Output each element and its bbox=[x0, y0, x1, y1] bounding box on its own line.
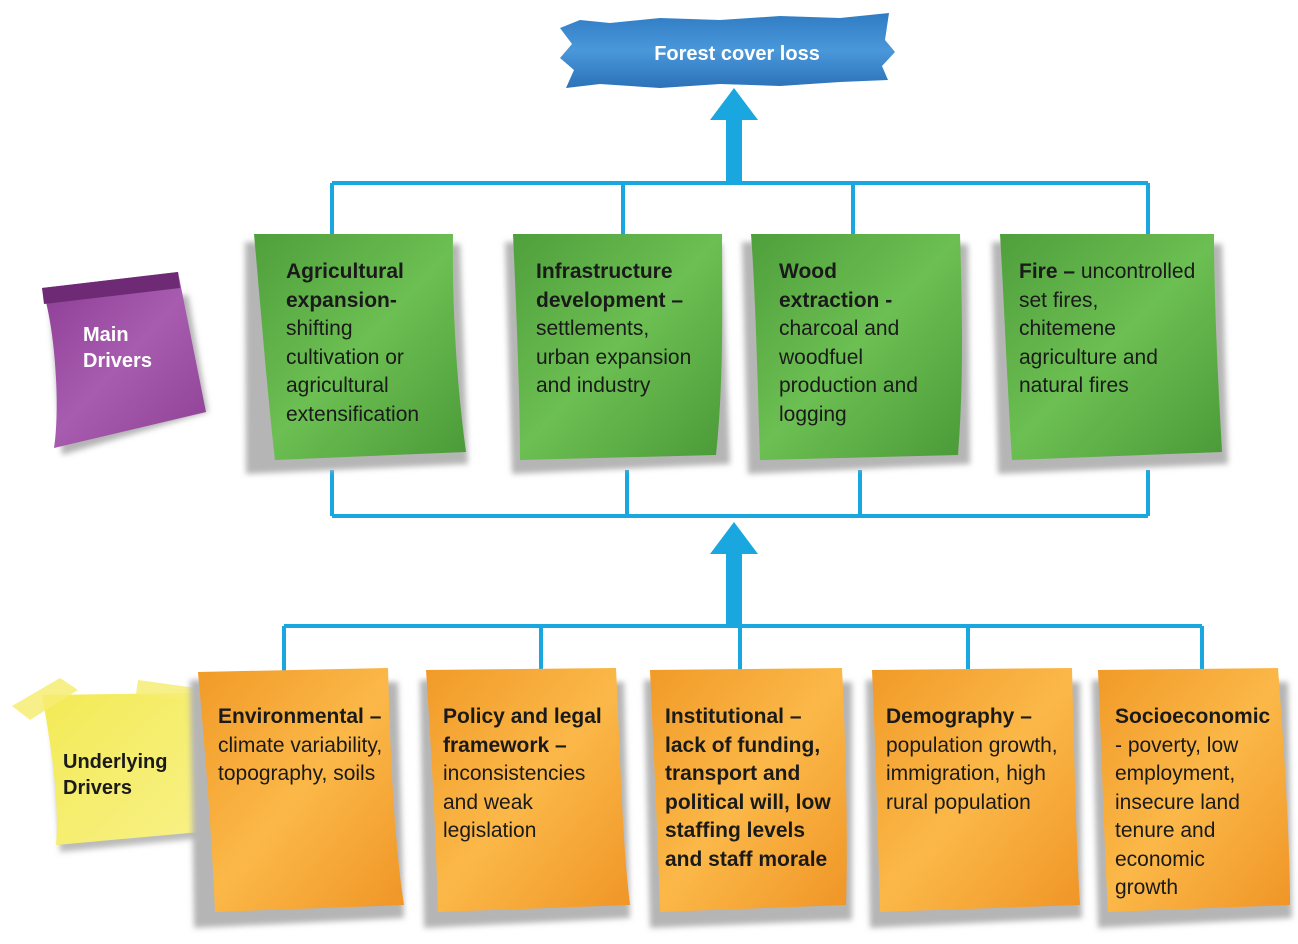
main-driver-title: Wood extraction - bbox=[779, 260, 893, 312]
underlying-driver-title: Socioeconomic bbox=[1115, 705, 1271, 728]
underlying-drivers-label-line2: Drivers bbox=[63, 777, 132, 799]
main-driver-agricultural: Agricultural expansion- shifting cultiva… bbox=[256, 234, 454, 429]
underlying-label-note bbox=[12, 678, 204, 852]
main-driver-infrastructure: Infrastructure development – settlements… bbox=[506, 234, 712, 401]
main-notes-shapes bbox=[245, 234, 1228, 474]
arrow-up-to-top bbox=[710, 88, 758, 184]
underlying-driver-title: Environmental – bbox=[218, 705, 382, 728]
main-driver-fire: Fire – uncontrolled set fires, chitemene… bbox=[989, 234, 1204, 401]
main-drivers-label-line2: Drivers bbox=[83, 350, 152, 372]
main-driver-body: charcoal and woodfuel production and log… bbox=[779, 317, 918, 426]
main-drivers-label: Main Drivers bbox=[83, 322, 152, 374]
underlying-driver-title: Demography – bbox=[886, 705, 1032, 728]
main-note-shape-3 bbox=[742, 234, 970, 474]
main-driver-body: settlements, urban expansion and industr… bbox=[536, 317, 692, 397]
under-note-shape-1 bbox=[190, 668, 404, 928]
main-driver-title: Fire – bbox=[1019, 260, 1076, 283]
under-note-shape-5 bbox=[1092, 668, 1292, 928]
underlying-driver-body: inconsistencies and weak legislation bbox=[443, 762, 586, 842]
under-note-shape-4 bbox=[866, 668, 1082, 928]
under-note-shape-2 bbox=[420, 668, 630, 928]
underlying-drivers-label: Underlying Drivers bbox=[63, 749, 167, 801]
top-banner bbox=[560, 13, 895, 88]
underlying-notes-shapes bbox=[190, 668, 1292, 928]
main-note-shape-4 bbox=[992, 234, 1228, 474]
main-driver-title: Agricultural expansion- bbox=[286, 260, 404, 312]
underlying-driver-body: population growth, immigration, high rur… bbox=[886, 733, 1058, 814]
underlying-driver-body: lack of funding, transport and political… bbox=[665, 733, 831, 871]
main-driver-body: uncontrolled set fires, chitemene agricu… bbox=[1019, 260, 1196, 397]
main-driver-body: shifting cultivation or agricultural ext… bbox=[286, 317, 420, 426]
connectors bbox=[282, 181, 1204, 672]
under-note-shape-3 bbox=[644, 668, 852, 928]
underlying-drivers-label-line1: Underlying bbox=[63, 751, 168, 773]
underlying-driver-title: Policy and legal framework – bbox=[443, 705, 602, 757]
underlying-driver-demography: Demography – population growth, immigrat… bbox=[866, 670, 1066, 817]
arrow-up-to-main bbox=[710, 522, 758, 628]
underlying-driver-title: Institutional – bbox=[665, 705, 802, 728]
main-note-shape-1 bbox=[245, 234, 468, 474]
underlying-driver-socioeconomic: Socioeconomic - poverty, low employment,… bbox=[1095, 670, 1277, 903]
underlying-driver-environmental: Environmental – climate variability, top… bbox=[198, 670, 390, 789]
main-driver-title: Infrastructure development – bbox=[536, 260, 684, 312]
underlying-driver-institutional: Institutional – lack of funding, transpo… bbox=[645, 670, 851, 874]
underlying-driver-body: - poverty, low employment, insecure land… bbox=[1115, 733, 1240, 900]
main-driver-wood-extraction: Wood extraction - charcoal and woodfuel … bbox=[749, 234, 949, 429]
main-drivers-label-line1: Main bbox=[83, 324, 129, 346]
main-label-note bbox=[42, 272, 208, 455]
underlying-driver-policy: Policy and legal framework – inconsisten… bbox=[423, 670, 619, 846]
main-note-shape-2 bbox=[505, 234, 730, 474]
top-banner-label: Forest cover loss bbox=[654, 43, 820, 65]
underlying-driver-body: climate variability, topography, soils bbox=[218, 733, 383, 786]
